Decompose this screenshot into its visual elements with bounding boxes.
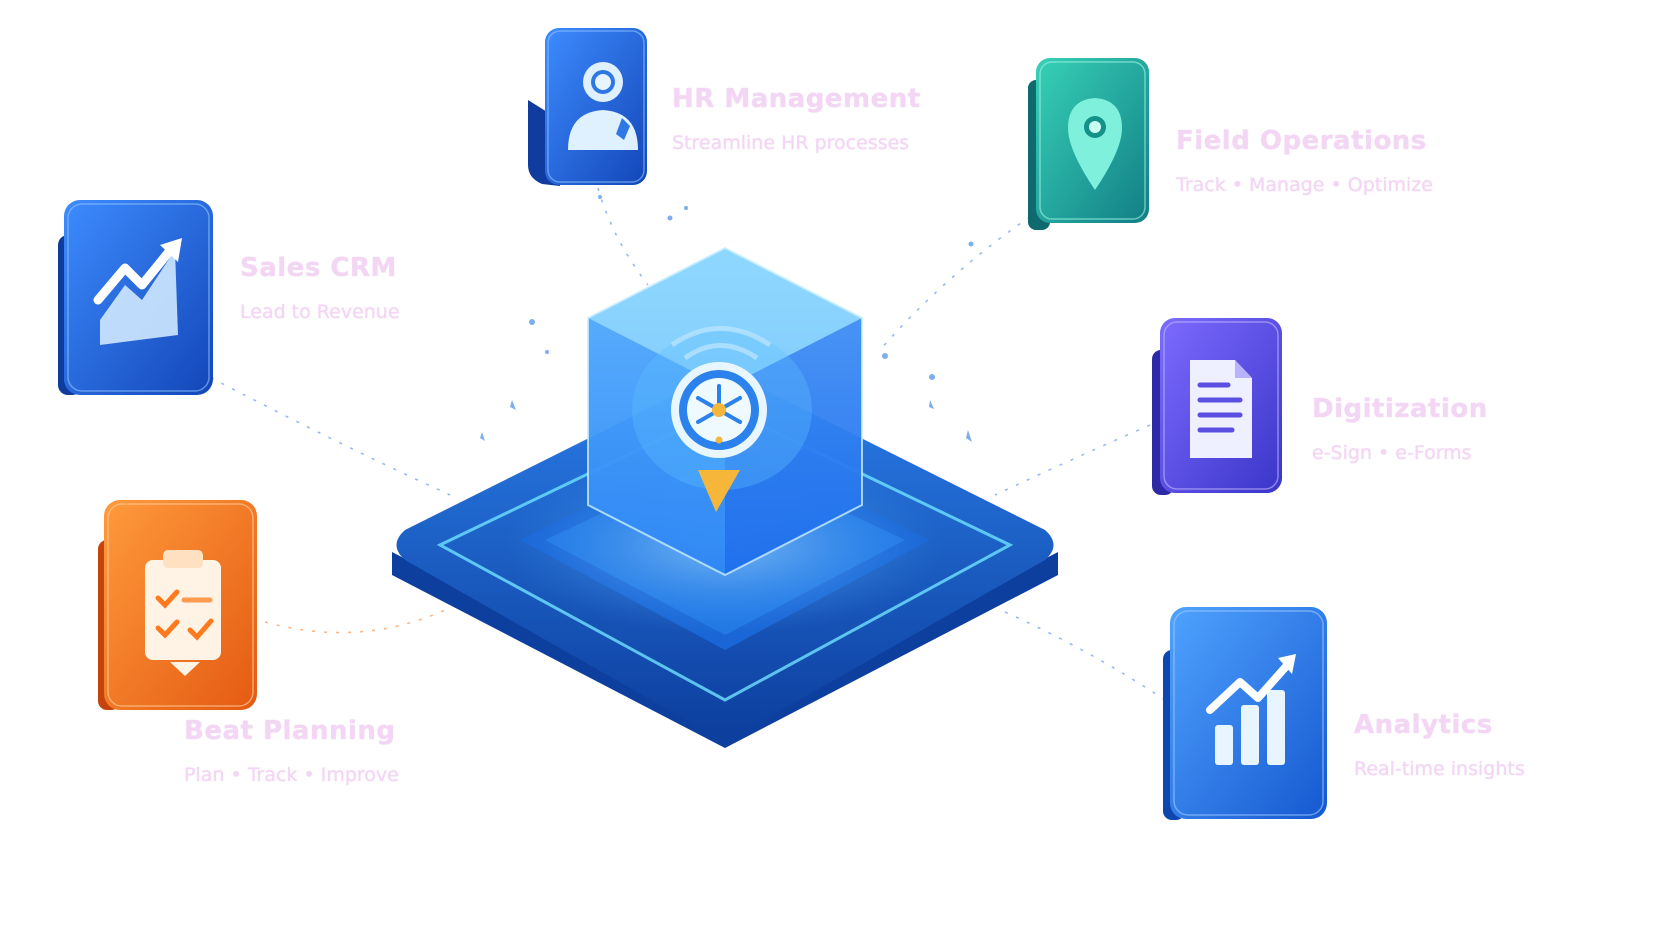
digit-tile[interactable] [1152, 318, 1282, 495]
hub-logo-icon [670, 326, 772, 512]
beat-label: Beat Planning Plan • Track • Improve [184, 716, 399, 786]
field-title: Field Operations [1176, 126, 1427, 156]
sales-label: Sales CRM Lead to Revenue [240, 253, 400, 323]
analytics-label: Analytics Real-time insights [1354, 710, 1525, 780]
beat-tile[interactable] [98, 500, 257, 710]
beat-subtitle: Plan • Track • Improve [184, 764, 399, 786]
field-label: Field Operations Track • Manage • Optimi… [1176, 126, 1433, 196]
digit-title: Digitization [1312, 394, 1488, 424]
digit-label: Digitization e-Sign • e-Forms [1312, 394, 1488, 464]
particles [480, 195, 974, 442]
beat-title: Beat Planning [184, 716, 396, 746]
digit-subtitle: e-Sign • e-Forms [1312, 442, 1472, 464]
clipboard-check-icon [145, 550, 221, 676]
bar-chart-icon [1206, 654, 1296, 765]
location-pin-icon [1068, 98, 1122, 190]
sales-tile[interactable] [58, 200, 213, 395]
document-icon [1190, 360, 1252, 458]
connector-field [879, 209, 1041, 351]
field-tile[interactable] [1028, 58, 1149, 230]
trend-chart-icon [93, 238, 182, 345]
analytics-subtitle: Real-time insights [1354, 758, 1525, 780]
connector-beat [264, 609, 446, 634]
analytics-title: Analytics [1354, 710, 1493, 740]
sales-title: Sales CRM [240, 253, 397, 283]
connector-analytics [1004, 611, 1166, 701]
connector-lines [199, 187, 1166, 701]
connector-sales [199, 371, 451, 496]
analytics-tile[interactable] [1163, 607, 1327, 820]
hr-title: HR Management [672, 84, 921, 114]
hr-tile[interactable] [528, 28, 647, 186]
connector-digit [994, 424, 1151, 496]
sales-subtitle: Lead to Revenue [240, 301, 400, 323]
field-subtitle: Track • Manage • Optimize [1176, 174, 1433, 196]
user-icon [568, 62, 638, 150]
hr-subtitle: Streamline HR processes [672, 132, 910, 154]
connector-hr [597, 187, 649, 286]
hr-label: HR Management Streamline HR processes [672, 84, 921, 154]
